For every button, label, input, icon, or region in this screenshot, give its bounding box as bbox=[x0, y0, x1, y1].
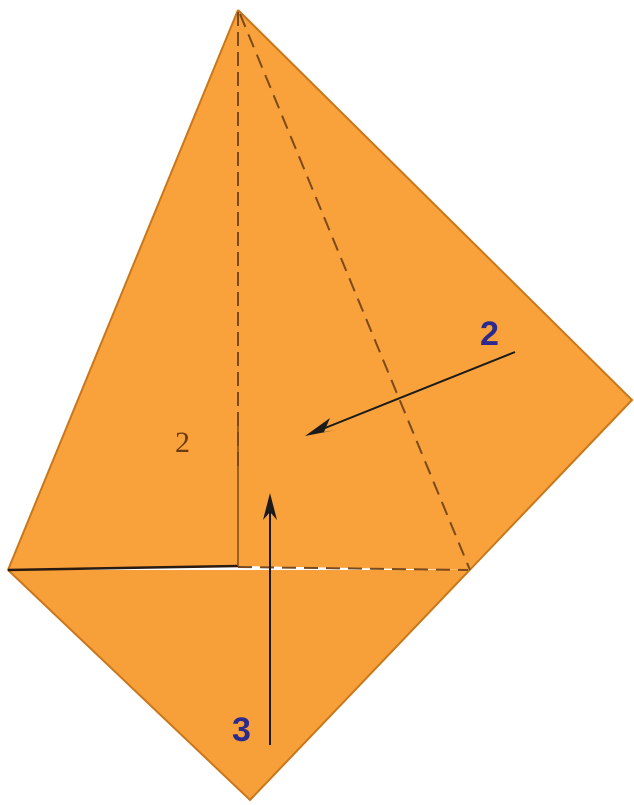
face-label-2: 2 bbox=[175, 426, 190, 459]
step-label-3: 3 bbox=[232, 711, 251, 749]
step-label-2: 2 bbox=[480, 315, 499, 353]
